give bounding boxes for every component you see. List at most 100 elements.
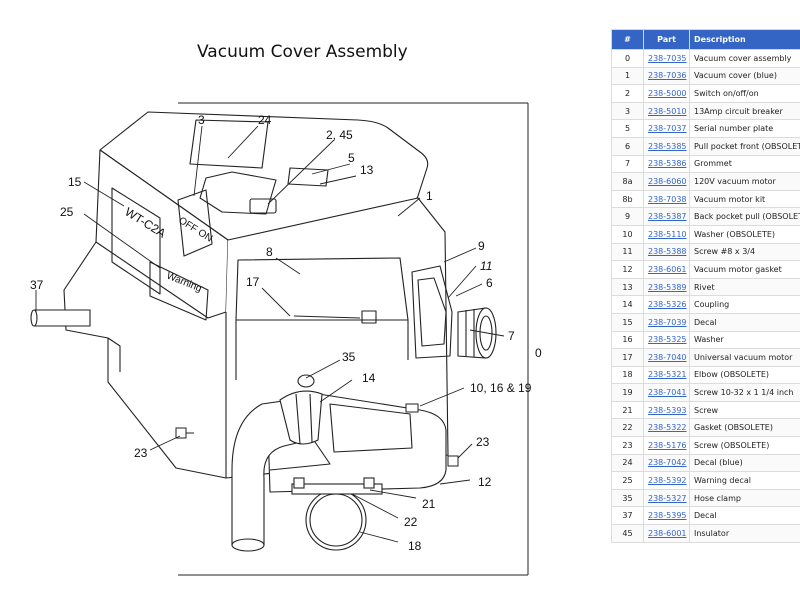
part-number-link[interactable]: 238-5393	[648, 405, 687, 415]
part-number-link[interactable]: 238-5322	[648, 423, 687, 433]
part-number-link[interactable]: 238-7035	[648, 53, 687, 63]
row-description: Decal	[689, 506, 800, 526]
row-description: Switch on/off/on	[689, 84, 800, 103]
part-number-link[interactable]: 238-7038	[648, 194, 687, 204]
part-number-link[interactable]: 238-5392	[648, 476, 687, 486]
part-number-link[interactable]: 238-5000	[648, 88, 687, 98]
callout-11: 11	[480, 259, 492, 273]
row-number: 12	[611, 260, 644, 279]
row-description: Back pocket pull (OBSOLETE)	[689, 207, 800, 226]
part-number-link[interactable]: 238-7041	[648, 388, 687, 398]
part-number-link[interactable]: 238-5389	[648, 282, 687, 292]
row-part-cell: 238-7041	[643, 383, 690, 402]
row-number: 8b	[611, 189, 644, 209]
part-number-link[interactable]: 238-6060	[648, 176, 687, 186]
row-part-cell: 238-5325	[643, 330, 690, 350]
row-number: 11	[611, 242, 644, 262]
callout-23-left: 23	[134, 446, 148, 460]
row-part-cell: 238-6060	[643, 172, 690, 191]
part-number-link[interactable]: 238-5176	[648, 440, 687, 450]
row-description: Screw (OBSOLETE)	[689, 436, 800, 455]
part-number-link[interactable]: 238-7040	[648, 352, 687, 362]
elbow-hose	[231, 374, 323, 552]
row-number: 24	[611, 453, 644, 473]
vacuum-cover-diagram: WT-C2A OFF ON Warning 3 24 2, 45 5 13 1 …	[30, 102, 542, 576]
callout-25: 25	[60, 205, 74, 219]
callout-1: 1	[426, 189, 433, 203]
callout-9: 9	[478, 239, 485, 253]
row-part-cell: 238-5388	[643, 242, 690, 262]
part-number-link[interactable]: 238-5110	[648, 229, 687, 239]
row-number: 16	[611, 330, 644, 350]
callout-15: 15	[68, 175, 82, 189]
part-number-link[interactable]: 238-5386	[648, 159, 687, 169]
row-number: 10	[611, 224, 644, 244]
row-description: Rivet	[689, 277, 800, 297]
part-number-link[interactable]: 238-7042	[648, 458, 687, 468]
row-number: 22	[611, 418, 644, 438]
row-description: Vacuum cover (blue)	[689, 66, 800, 86]
row-description: Screw #8 x 3/4	[689, 242, 800, 262]
callout-6: 6	[486, 276, 493, 290]
row-description: Screw 10-32 x 1 1/4 inch	[689, 383, 800, 402]
header-part: Part	[643, 29, 690, 50]
row-description: Washer	[689, 330, 800, 350]
row-number: 18	[611, 365, 644, 385]
row-part-cell: 238-6001	[643, 524, 690, 543]
diagram-title: Vacuum Cover Assembly	[197, 42, 408, 62]
part-number-link[interactable]: 238-7037	[648, 124, 687, 134]
row-number: 15	[611, 312, 644, 332]
row-number: 3	[611, 101, 644, 121]
callout-0: 0	[535, 346, 542, 360]
diagram-frame	[178, 102, 529, 576]
row-part-cell: 238-5389	[643, 277, 690, 297]
row-part-cell: 238-5387	[643, 207, 690, 226]
part-number-link[interactable]: 238-5385	[648, 141, 687, 151]
row-number: 25	[611, 471, 644, 490]
part-number-link[interactable]: 238-5388	[648, 247, 687, 257]
row-part-cell: 238-7042	[643, 453, 690, 473]
row-number: 2	[611, 84, 644, 103]
row-description: Elbow (OBSOLETE)	[689, 365, 800, 385]
row-part-cell: 238-5110	[643, 224, 690, 244]
part-number-link[interactable]: 238-5010	[648, 106, 687, 116]
callout-5: 5	[348, 151, 355, 165]
part-number-link[interactable]: 238-5387	[648, 212, 687, 222]
part-number-link[interactable]: 238-5321	[648, 370, 687, 380]
part-number-link[interactable]: 238-6001	[648, 528, 687, 538]
row-description: Washer (OBSOLETE)	[689, 224, 800, 244]
row-number: 35	[611, 488, 644, 508]
row-part-cell: 238-5392	[643, 471, 690, 490]
part-number-link[interactable]: 238-5395	[648, 511, 687, 521]
part-number-link[interactable]: 238-7039	[648, 317, 687, 327]
part-number-link[interactable]: 238-5327	[648, 493, 687, 503]
callout-24: 24	[258, 113, 272, 127]
part-number-link[interactable]: 238-7036	[648, 71, 687, 81]
part-number-link[interactable]: 238-5325	[648, 335, 687, 345]
row-description: Serial number plate	[689, 119, 800, 138]
part-number-link[interactable]: 238-5326	[648, 300, 687, 310]
row-description: Insulator	[689, 524, 800, 543]
part-number-link[interactable]: 238-6061	[648, 264, 687, 274]
row-part-cell: 238-5385	[643, 136, 690, 156]
row-description: Universal vacuum motor	[689, 348, 800, 367]
callout-13: 13	[360, 163, 374, 177]
row-description: Decal	[689, 312, 800, 332]
